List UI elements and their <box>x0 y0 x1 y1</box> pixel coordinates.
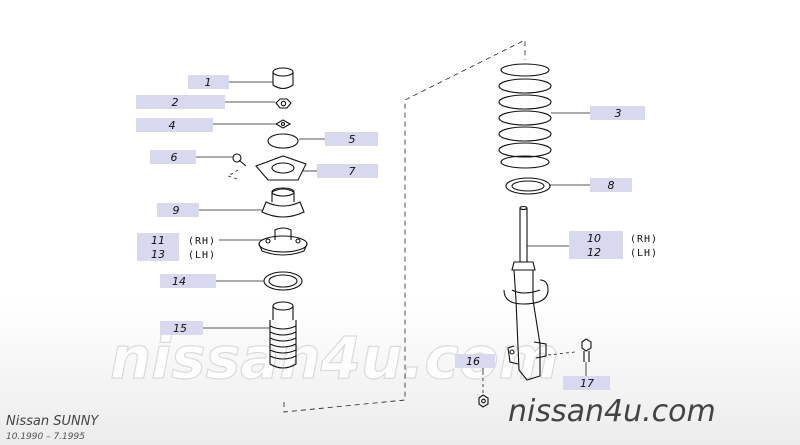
assembly-dashed-line <box>283 39 526 413</box>
svg-text:16: 16 <box>466 355 480 368</box>
callout-5: 5 <box>325 132 378 146</box>
callout-9: 9 <box>157 203 199 217</box>
part-1-bumper-cap <box>272 67 294 90</box>
part-4-washer <box>274 119 292 129</box>
callout-2: 2 <box>136 95 225 109</box>
svg-text:3: 3 <box>615 107 622 120</box>
svg-text:7: 7 <box>349 165 356 178</box>
callout-8: 8 <box>590 178 632 192</box>
svg-text:9: 9 <box>173 204 180 217</box>
part-3-coil-spring <box>498 63 552 169</box>
part-5-dust-seal <box>267 133 299 149</box>
svg-text:14: 14 <box>172 275 186 288</box>
svg-text:(LH): (LH) <box>188 250 216 261</box>
part-15-bound-bumper <box>269 301 297 369</box>
svg-text:5: 5 <box>349 133 356 146</box>
callout-15: 15 <box>160 321 203 335</box>
bolt-17-dashed-line <box>547 351 576 356</box>
part-17-bolt <box>581 338 592 362</box>
part-8-spring-seat-rubber <box>505 177 551 195</box>
part-16-nut <box>478 394 489 408</box>
callout-16: 16 <box>455 354 495 368</box>
callout-12: 12 (LH) <box>569 245 658 259</box>
part-2-nut <box>275 98 292 109</box>
part-9-upper-mount <box>261 187 305 218</box>
svg-text:6: 6 <box>171 151 178 164</box>
part-6-bolt <box>232 153 247 167</box>
svg-text:11: 11 <box>151 234 165 247</box>
svg-text:13: 13 <box>151 248 165 261</box>
part-11-13-spring-seat <box>258 227 308 256</box>
caption-years: 10.1990 – 7.1995 <box>6 432 85 442</box>
callout-14: 14 <box>160 274 216 288</box>
caption-model: Nissan SUNNY <box>6 414 99 429</box>
svg-text:(LH): (LH) <box>630 248 658 259</box>
svg-text:17: 17 <box>580 377 594 390</box>
svg-text:1: 1 <box>205 76 212 89</box>
callout-7: 7 <box>317 164 378 178</box>
part-7-gasket-plate <box>255 155 307 181</box>
svg-text:12: 12 <box>587 246 601 259</box>
leader-lines <box>196 81 590 376</box>
svg-text:8: 8 <box>608 179 615 192</box>
svg-text:10: 10 <box>587 232 601 245</box>
callout-13: 13 (LH) <box>137 247 216 261</box>
callout-3: 3 <box>590 106 645 120</box>
callout-17: 17 <box>563 376 610 390</box>
callout-10: 10 (RH) <box>569 231 658 245</box>
svg-text:4: 4 <box>169 119 176 132</box>
bolt-dashed-line <box>227 169 241 181</box>
svg-text:(RH): (RH) <box>188 236 216 247</box>
part-10-12-strut <box>503 205 549 381</box>
part-14-rubber-seat <box>263 271 303 291</box>
watermark-small: nissan4u.com <box>508 394 716 429</box>
callout-1: 1 <box>188 75 229 89</box>
callout-11: 11 (RH) <box>137 233 216 247</box>
svg-text:(RH): (RH) <box>630 234 658 245</box>
svg-text:15: 15 <box>173 322 187 335</box>
svg-text:2: 2 <box>172 96 179 109</box>
callout-4: 4 <box>136 118 213 132</box>
callout-6: 6 <box>150 150 196 164</box>
